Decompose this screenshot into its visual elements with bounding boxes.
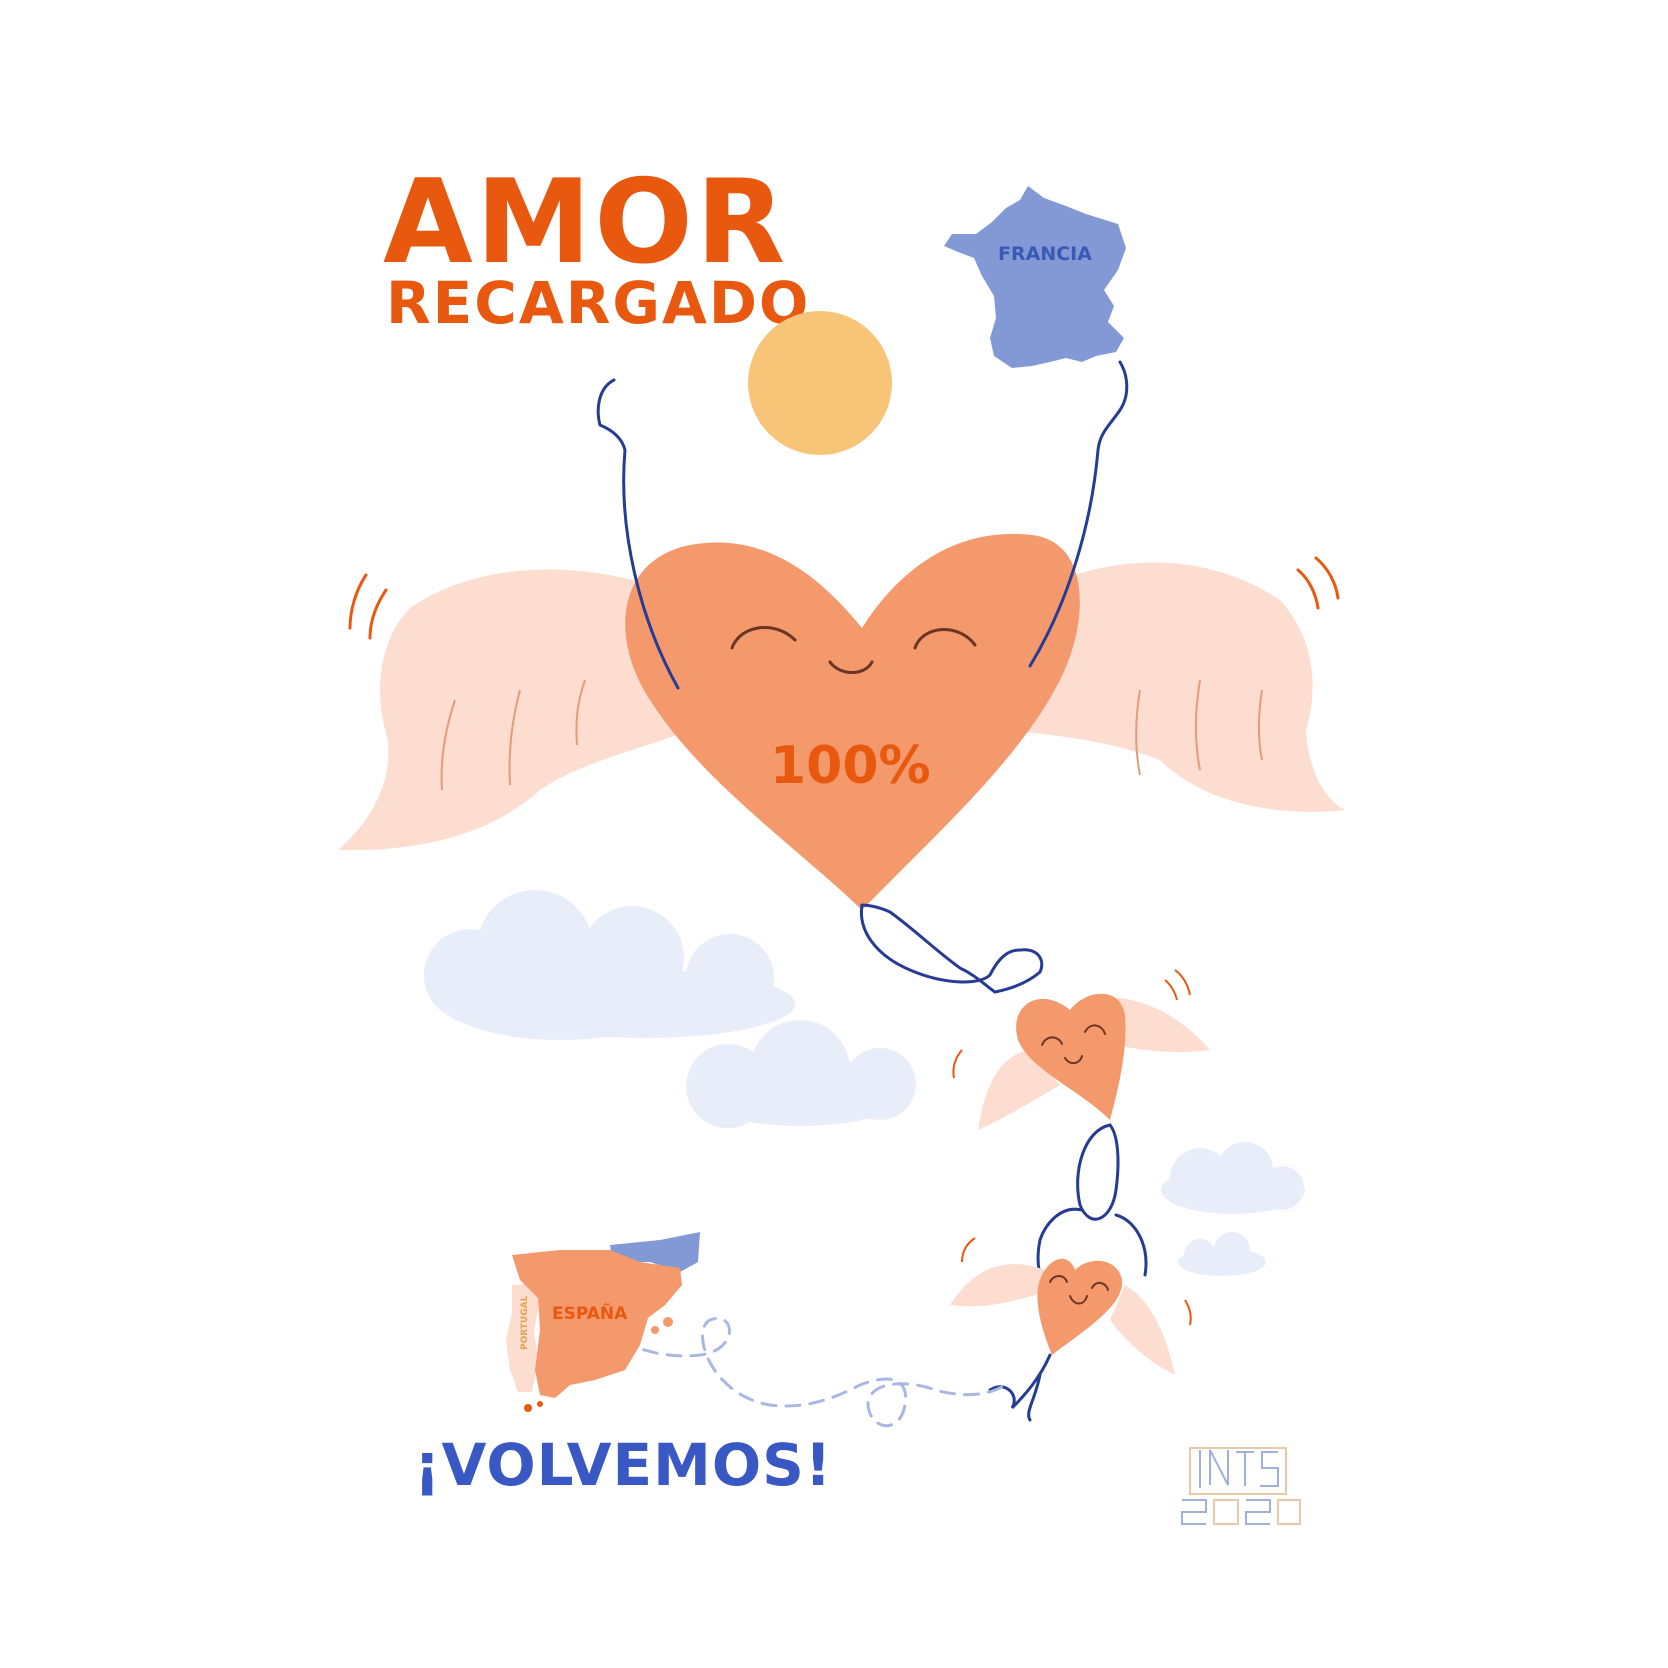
charge-percent: 100% [770,736,931,796]
cloud-large [424,890,795,1040]
cloud-small-2 [1178,1232,1266,1276]
artist-signature [1181,1447,1301,1525]
portugal-label: PORTUGAL [520,1295,530,1350]
flight-path-dashed [583,1308,1007,1428]
volvemos-message: ¡VOLVEMOS! [414,1431,832,1499]
small-heart-2 [950,1237,1192,1375]
big-heart-face [730,626,977,674]
title-block: AMOR RECARGADO [383,155,810,337]
title-recargado: RECARGADO [386,269,810,337]
right-wing [1010,556,1345,812]
right-eye [913,628,977,650]
left-wing [338,569,690,851]
portugal-shape [506,1283,540,1392]
big-flying-heart: 100% [338,360,1345,910]
iberia-map: ESPAÑA PORTUGAL [506,1232,700,1412]
big-heart-shape [625,533,1080,910]
left-arm [596,378,680,690]
title-amor: AMOR [383,155,788,290]
france-shape [944,186,1126,368]
small-heart-1 [952,969,1210,1130]
spain-label: ESPAÑA [552,1301,628,1324]
smile [828,660,874,674]
cloud-small-1 [1161,1142,1305,1214]
france-label: FRANCIA [998,243,1092,265]
cloud-middle [686,1020,916,1128]
heart-chain-string [859,903,1044,994]
spain-shape [512,1250,682,1398]
left-eye [730,626,797,650]
right-arm [1028,360,1129,668]
sun-icon [748,311,892,455]
france-map: FRANCIA [944,186,1126,368]
